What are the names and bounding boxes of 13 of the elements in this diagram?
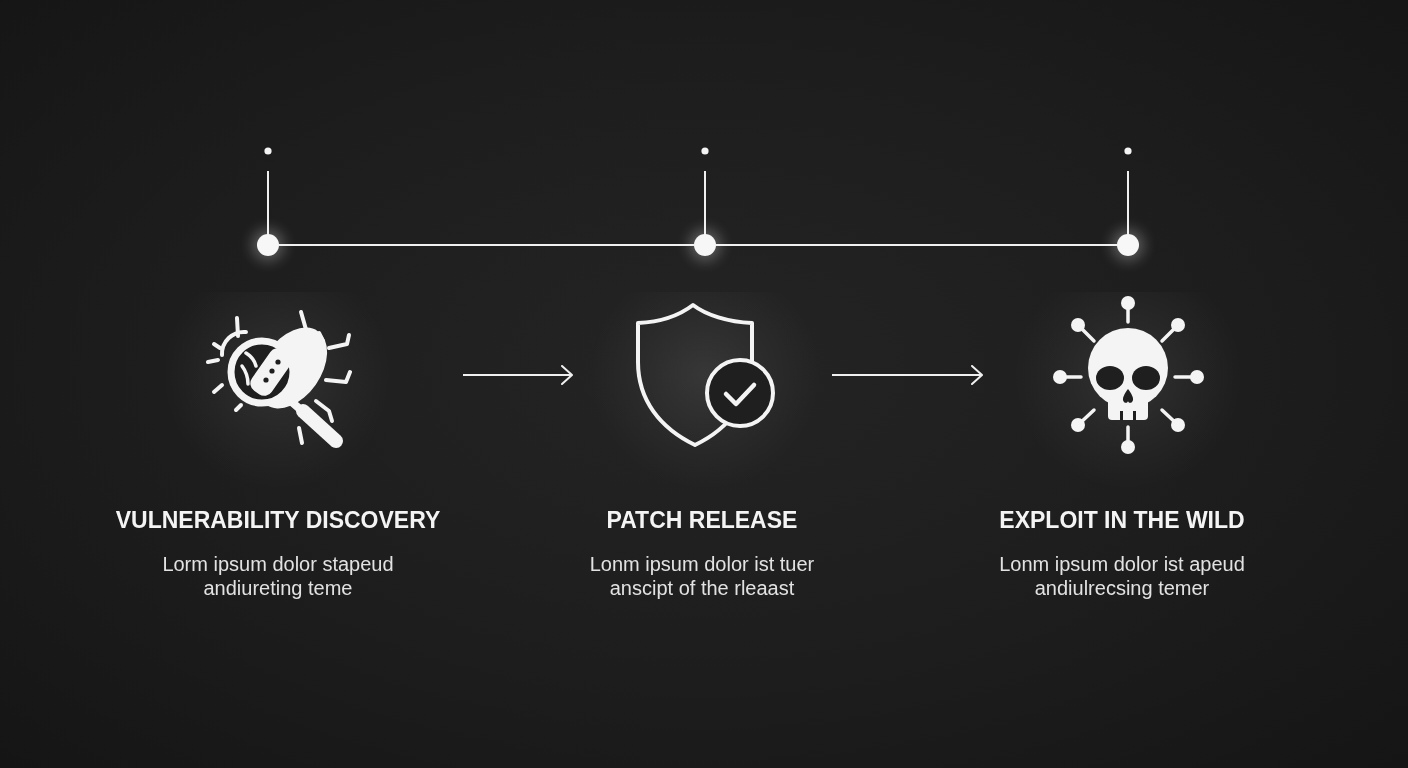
- arrow: [832, 365, 983, 385]
- timeline-line: [279, 243, 694, 247]
- timeline-line: [716, 243, 1117, 247]
- arrow: [463, 365, 573, 385]
- stage-description: Lonm ipsum dolor ist apeud andiulrecsing temer: [998, 552, 1246, 600]
- stage-title: EXPLOIT IN THE WILD: [999, 506, 1245, 534]
- stage-title: PATCH RELEASE: [606, 506, 798, 534]
- timeline-marker: [1117, 234, 1139, 256]
- timeline-marker: [694, 234, 716, 256]
- stage-description: Lorm ipsum dolor stapeud andiureting teme: [161, 552, 395, 600]
- stage-description: Lonm ipsum dolor ist tuer anscipt of the rleaast: [588, 552, 816, 600]
- stage-title: VULNERABILITY DISCOVERY: [115, 506, 441, 534]
- timeline-marker: [257, 234, 279, 256]
